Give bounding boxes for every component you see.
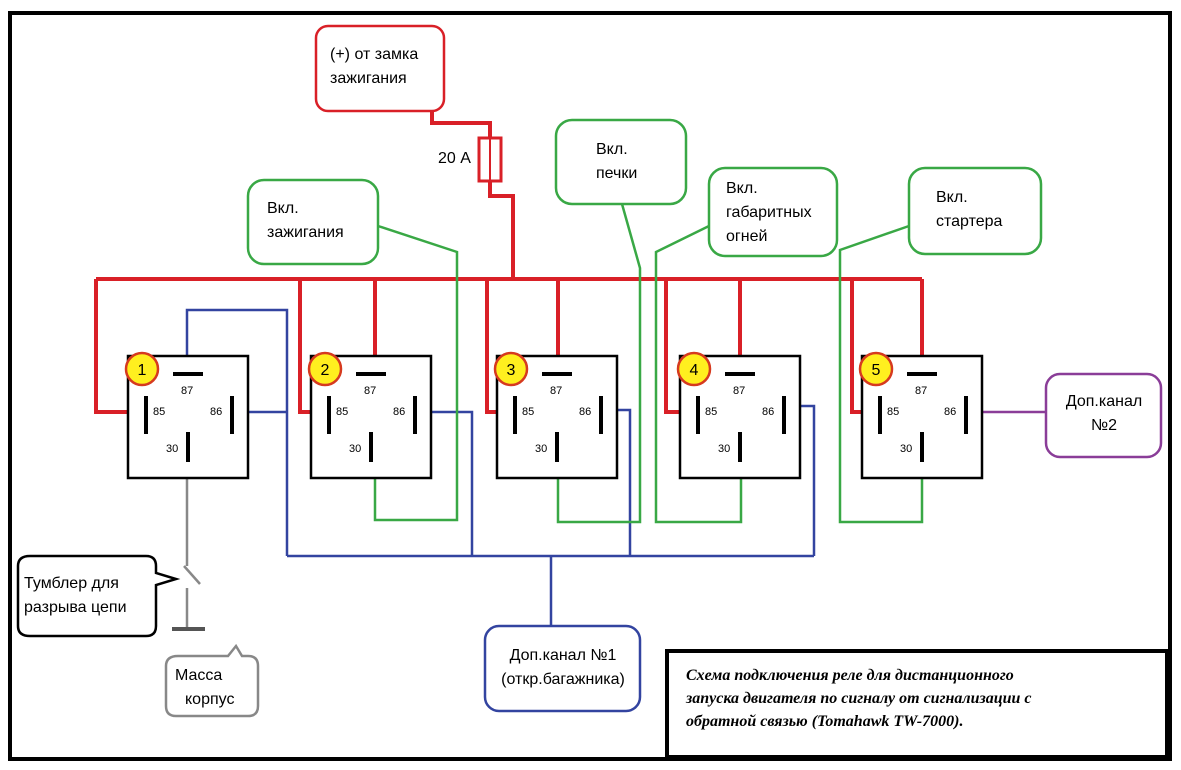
output-wiring: [373, 203, 924, 524]
lights-on-box: [707, 166, 839, 258]
pin-87-label: 87: [364, 385, 376, 397]
relay-number-label: 2: [321, 362, 330, 379]
relay-group: 87 85 86 30 1 87 85 86 30 2 87 85 86 30 3 87 85 86 30 4 87 85…: [124, 351, 984, 480]
starter-on-label: Вкл. стартера: [936, 189, 1003, 230]
pin-85-label: 85: [705, 406, 717, 418]
caption-box: [665, 649, 1169, 759]
pin-87-label: 87: [915, 385, 927, 397]
ground-callout-bubble: [164, 643, 260, 718]
relay2-86-wire: [416, 410, 474, 556]
ignition-lock-label: (+) от замка зажигания: [330, 46, 419, 87]
starter-on-wire: [838, 224, 924, 524]
pin-86-label: 86: [210, 406, 222, 418]
relay-number-badge: [676, 351, 712, 387]
fuse-to-bus-wire: [488, 180, 515, 279]
pin-86-label: 86: [944, 406, 956, 418]
relay-2: 87 85 86 30 2: [307, 351, 433, 480]
relay-number-label: 3: [507, 362, 516, 379]
pin-87-label: 87: [550, 385, 562, 397]
pin-85-label: 85: [336, 406, 348, 418]
pin-30-label: 30: [166, 443, 178, 455]
relay-number-badge: [858, 351, 894, 387]
fuse-rating-label: 20 А: [438, 150, 471, 167]
relay-3: 87 85 86 30 3: [493, 351, 619, 480]
relay-number-label: 1: [138, 362, 147, 379]
relay-1: 87 85 86 30 1: [124, 351, 250, 480]
diagram-caption: Схема подключения реле для дистанционног…: [686, 667, 1032, 730]
ign-on-label: Вкл. зажигания: [267, 200, 344, 241]
relay-number-badge: [307, 351, 343, 387]
toggle-switch-lever: [183, 565, 201, 585]
heater-on-box: [554, 118, 688, 206]
outer-frame: [8, 11, 1172, 761]
heater-on-wire: [556, 203, 642, 524]
relay1-87-to-bus-wire: [185, 308, 289, 556]
pin-86-label: 86: [393, 406, 405, 418]
relay-number-badge: [493, 351, 529, 387]
relay-number-badge: [124, 351, 160, 387]
pin-30-label: 30: [718, 443, 730, 455]
pin-30-label: 30: [535, 443, 547, 455]
heater-on-label: Вкл. печки: [596, 141, 638, 182]
toggle-label: Тумблер для разрыва цепи: [24, 575, 127, 616]
ignition-lock-box: [314, 24, 446, 113]
lights-on-label: Вкл. габаритных огней: [726, 180, 812, 245]
pin-86-label: 86: [762, 406, 774, 418]
lights-on-wire: [654, 224, 743, 524]
relay-number-label: 5: [872, 362, 881, 379]
pin-30-label: 30: [900, 443, 912, 455]
ignition-feed-wire: [430, 112, 492, 141]
pin-87-label: 87: [733, 385, 745, 397]
ign-on-box: [246, 178, 380, 266]
ign-on-wire: [373, 224, 459, 522]
aux2-box: [1044, 372, 1163, 459]
aux1-label: Доп.канал №1 (откр.багажника): [501, 647, 625, 688]
pin-87-label: 87: [181, 385, 193, 397]
pin-86-label: 86: [579, 406, 591, 418]
ground-label: Масса корпус: [175, 667, 235, 708]
starter-on-box: [907, 166, 1043, 256]
ground-wiring: [172, 462, 205, 631]
aux2-label: Доп.канал №2: [1065, 393, 1143, 434]
pin-85-label: 85: [522, 406, 534, 418]
relay-5: 87 85 86 30 5: [858, 351, 984, 480]
pin-30-label: 30: [349, 443, 361, 455]
relay-4: 87 85 86 30 4: [676, 351, 802, 480]
pin-85-label: 85: [887, 406, 899, 418]
relay-number-label: 4: [690, 362, 699, 379]
pin-85-label: 85: [153, 406, 165, 418]
toggle-callout-bubble: [16, 554, 181, 638]
aux1-box: [483, 624, 642, 713]
